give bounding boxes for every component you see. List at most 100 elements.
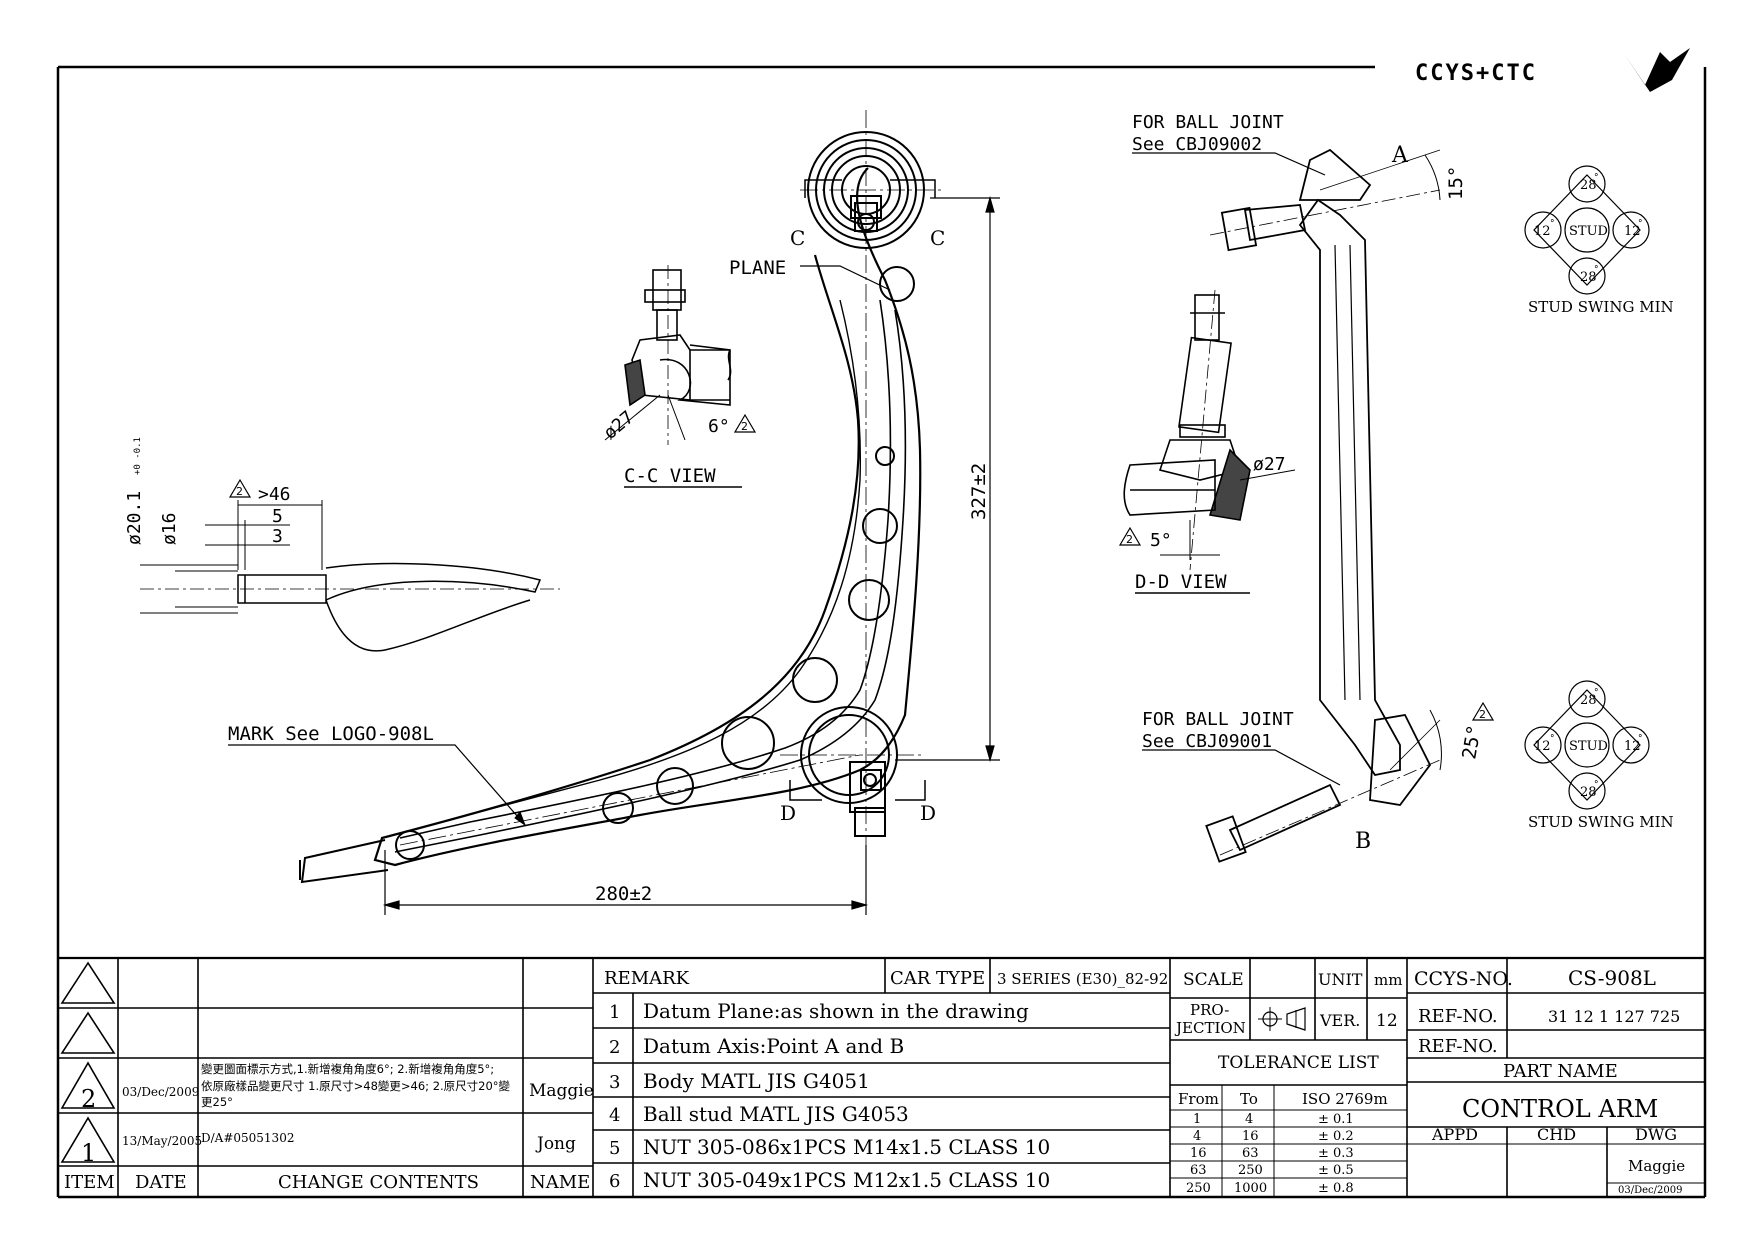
section-markers: [789, 179, 936, 801]
svg-text:NUT 305-049x1PCS M12x1.5 CLASS: NUT 305-049x1PCS M12x1.5 CLASS 10: [643, 1168, 1050, 1192]
hole: [602, 792, 634, 824]
projection-label-1: PRO-: [1190, 1001, 1229, 1019]
svg-text:Datum Axis:Point A and B: Datum Axis:Point A and B: [643, 1034, 904, 1058]
title-block-grid: [58, 956, 1705, 1197]
svg-text:ISO 2769m: ISO 2769m: [1302, 1090, 1388, 1108]
svg-text:2: 2: [1126, 533, 1133, 546]
svg-text:4: 4: [1193, 1129, 1201, 1144]
car-type-value: 3 SERIES (E30)_82-92: [997, 970, 1168, 988]
svg-text:°: °: [1594, 688, 1599, 698]
cc-dia-27: ø27: [600, 407, 638, 444]
dd-dia-27: ø27: [1253, 454, 1286, 475]
scale-label: SCALE: [1183, 970, 1244, 990]
dd-angle-5: 5°: [1150, 530, 1172, 551]
hole: [862, 508, 898, 544]
section-d-right: D: [920, 801, 936, 825]
stud-swing-top: [1524, 165, 1650, 295]
shaft-dia-20: ø20.1: [124, 491, 145, 545]
shaft-dia-16: ø16: [159, 512, 180, 545]
ccys-label: CCYS-NO.: [1414, 968, 1513, 990]
ver-label: VER.: [1319, 1011, 1360, 1030]
svg-text:63: 63: [1242, 1146, 1259, 1161]
ccys-no: CS-908L: [1568, 966, 1656, 990]
svg-text:°: °: [1638, 219, 1643, 229]
svg-text:From: From: [1178, 1090, 1219, 1108]
svg-text:STUD: STUD: [1569, 739, 1608, 754]
rev-contents-2-line2: 依原廠樣品變更尺寸 1.原尺寸>48變更>46; 2.原尺寸20°變: [201, 1079, 511, 1093]
svg-text:1000: 1000: [1234, 1181, 1267, 1196]
ball-joint-note-1-line1: FOR BALL JOINT: [1132, 112, 1284, 133]
plane-label: PLANE: [729, 257, 786, 279]
mark-note: MARK See LOGO-908L: [228, 723, 434, 745]
svg-text:°: °: [1550, 734, 1555, 744]
rev-date-1: 13/May/2005: [122, 1134, 202, 1148]
brand-text: CCYS+CTC: [1415, 61, 1537, 86]
shaft-len-3: 3: [272, 526, 283, 547]
rev-header-item: ITEM: [64, 1172, 115, 1193]
svg-text:12: 12: [1624, 224, 1641, 239]
dd-view: [1123, 289, 1296, 571]
dimension-width-label: 280±2: [595, 883, 652, 905]
svg-text:3: 3: [609, 1072, 620, 1093]
ref-label: REF-NO.: [1418, 1006, 1498, 1027]
svg-text:16: 16: [1190, 1146, 1207, 1161]
revision-triangle-icon: [60, 1061, 116, 1109]
svg-text:NUT 305-086x1PCS M14x1.5 CLASS: NUT 305-086x1PCS M14x1.5 CLASS 10: [643, 1135, 1050, 1159]
svg-text:4: 4: [1245, 1112, 1253, 1127]
revision-triangle-icon: [60, 1116, 116, 1163]
svg-text:4: 4: [609, 1105, 620, 1126]
tolerance-title: TOLERANCE LIST: [1218, 1053, 1379, 1073]
dimension-height: [895, 195, 1000, 763]
ball-joint-note-2-line2: See CBJ09001: [1142, 731, 1272, 752]
chd-label: CHD: [1537, 1125, 1576, 1144]
unit-value: mm: [1374, 971, 1402, 989]
svg-text:28: 28: [1580, 693, 1597, 708]
appd-label: APPD: [1431, 1125, 1478, 1144]
cc-angle-6: 6°: [708, 416, 730, 437]
svg-text:1: 1: [609, 1002, 620, 1023]
hole: [792, 657, 838, 703]
svg-text:5: 5: [609, 1138, 620, 1159]
svg-text:63: 63: [1190, 1163, 1207, 1178]
hole: [879, 266, 915, 302]
revision-triangle-icon: [228, 478, 252, 498]
unit-label: UNIT: [1318, 970, 1363, 989]
hole: [395, 830, 425, 860]
revision-triangle-icon: [60, 961, 116, 1004]
ver-value: 12: [1376, 1011, 1398, 1031]
ref-label-2: REF-NO.: [1418, 1036, 1498, 1057]
svg-text:12: 12: [1534, 739, 1551, 754]
brand-logo: CCYS+CTC: [1415, 48, 1690, 92]
hole: [848, 579, 890, 621]
point-b: B: [1355, 829, 1371, 854]
svg-text:28: 28: [1580, 270, 1597, 285]
svg-text:STUD: STUD: [1569, 224, 1608, 239]
svg-text:°: °: [1594, 780, 1599, 790]
svg-text:2: 2: [236, 485, 243, 498]
svg-text:°: °: [1638, 734, 1643, 744]
rev-item-1: 1: [81, 1139, 96, 1167]
ball-joint-note-1-line2: See CBJ09002: [1132, 134, 1262, 155]
rev-header-name: NAME: [530, 1172, 590, 1193]
svg-text:± 0.8: ± 0.8: [1318, 1181, 1354, 1196]
angle-25: 25°: [1458, 723, 1486, 761]
brand-mark-icon: [1625, 48, 1690, 92]
svg-text:°: °: [1550, 219, 1555, 229]
shaft-len-5: 5: [272, 506, 283, 527]
svg-text:16: 16: [1242, 1129, 1259, 1144]
rev-contents-2-line1: 變更圖面標示方式,1.新增複角角度6°; 2.新增複角角度5°;: [201, 1062, 494, 1076]
svg-text:28: 28: [1580, 785, 1597, 800]
point-a: A: [1391, 143, 1409, 168]
svg-text:± 0.3: ± 0.3: [1318, 1146, 1354, 1161]
section-c-left: C: [790, 226, 805, 250]
svg-text:Ball stud MATL JIS G4053: Ball stud MATL JIS G4053: [643, 1102, 909, 1126]
ball-joint-note-2-line1: FOR BALL JOINT: [1142, 709, 1294, 730]
drawn-date: 03/Dec/2009: [1618, 1185, 1682, 1196]
angle-15: 15°: [1445, 166, 1467, 200]
svg-text:2: 2: [609, 1037, 620, 1058]
svg-text:To: To: [1240, 1090, 1258, 1108]
drawn-by: Maggie: [1628, 1157, 1685, 1175]
rev-name-2: Maggie: [529, 1081, 594, 1101]
section-d-left: D: [780, 801, 796, 825]
